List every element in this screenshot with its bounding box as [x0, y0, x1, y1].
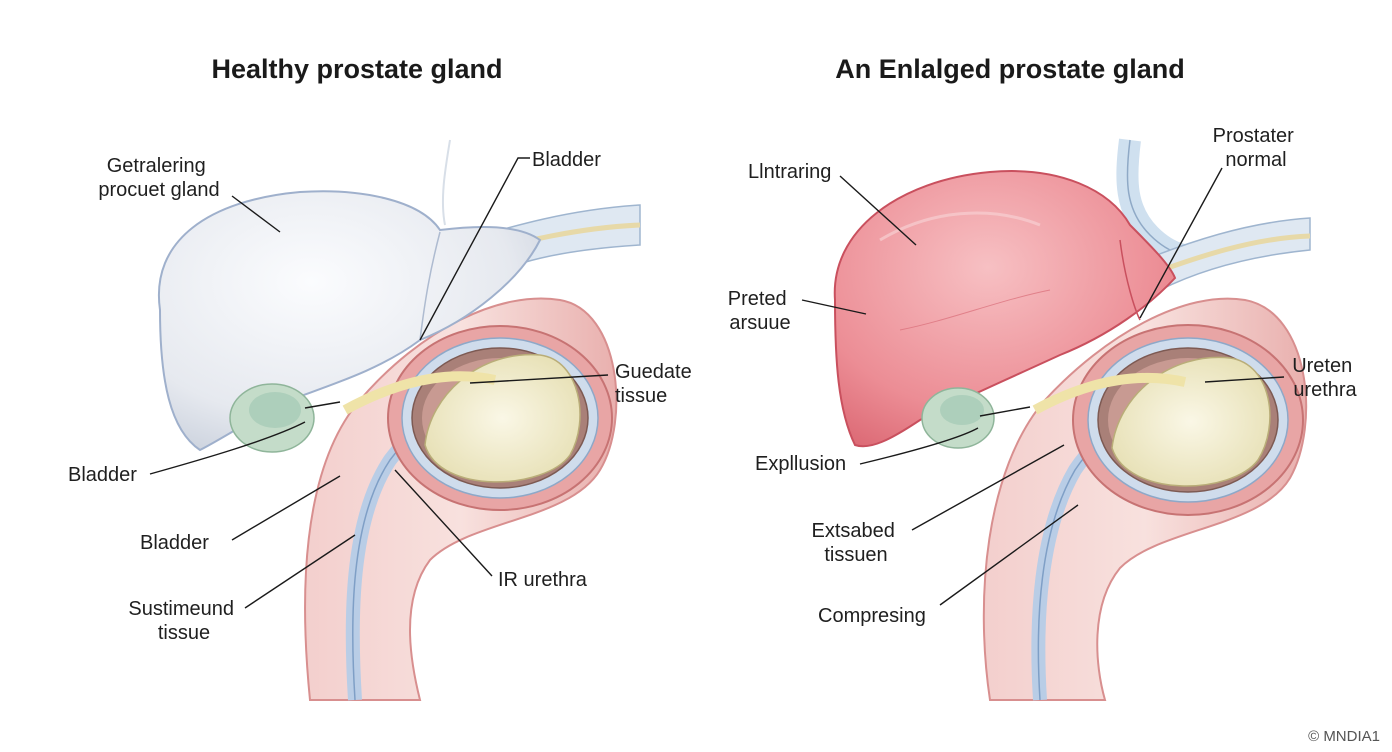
enlarged-panel-title: An Enlalged prostate gland [835, 54, 1185, 84]
healthy-panel: Healthy prostate gland [68, 54, 697, 700]
label-expllusion: Expllusion [755, 453, 846, 475]
label-preted-arsuue: Preted arsuue [728, 288, 793, 334]
label-compresing: Compresing [818, 605, 926, 627]
label-bladder-lower: Bladder [140, 532, 209, 554]
label-lintraring: Llntraring [748, 161, 831, 183]
label-prostater-normal: Prostater normal [1213, 125, 1300, 171]
label-guedate-tissue: Guedate tissue [615, 361, 697, 407]
label-getralering-gland: Getralering procuet gland [98, 155, 219, 201]
label-ir-urethra: IR urethra [498, 569, 588, 591]
label-sustimeund-tissue: Sustimeund tissue [128, 598, 239, 644]
healthy-panel-title: Healthy prostate gland [211, 54, 502, 84]
enlarged-panel: An Enlalged prostate gland [728, 54, 1358, 700]
watermark: © MNDIA1 [1308, 728, 1380, 745]
label-extsabed-tissuen: Extsabed tissuen [812, 520, 901, 566]
label-bladder-left: Bladder [68, 464, 137, 486]
label-bladder-top: Bladder [532, 149, 601, 171]
